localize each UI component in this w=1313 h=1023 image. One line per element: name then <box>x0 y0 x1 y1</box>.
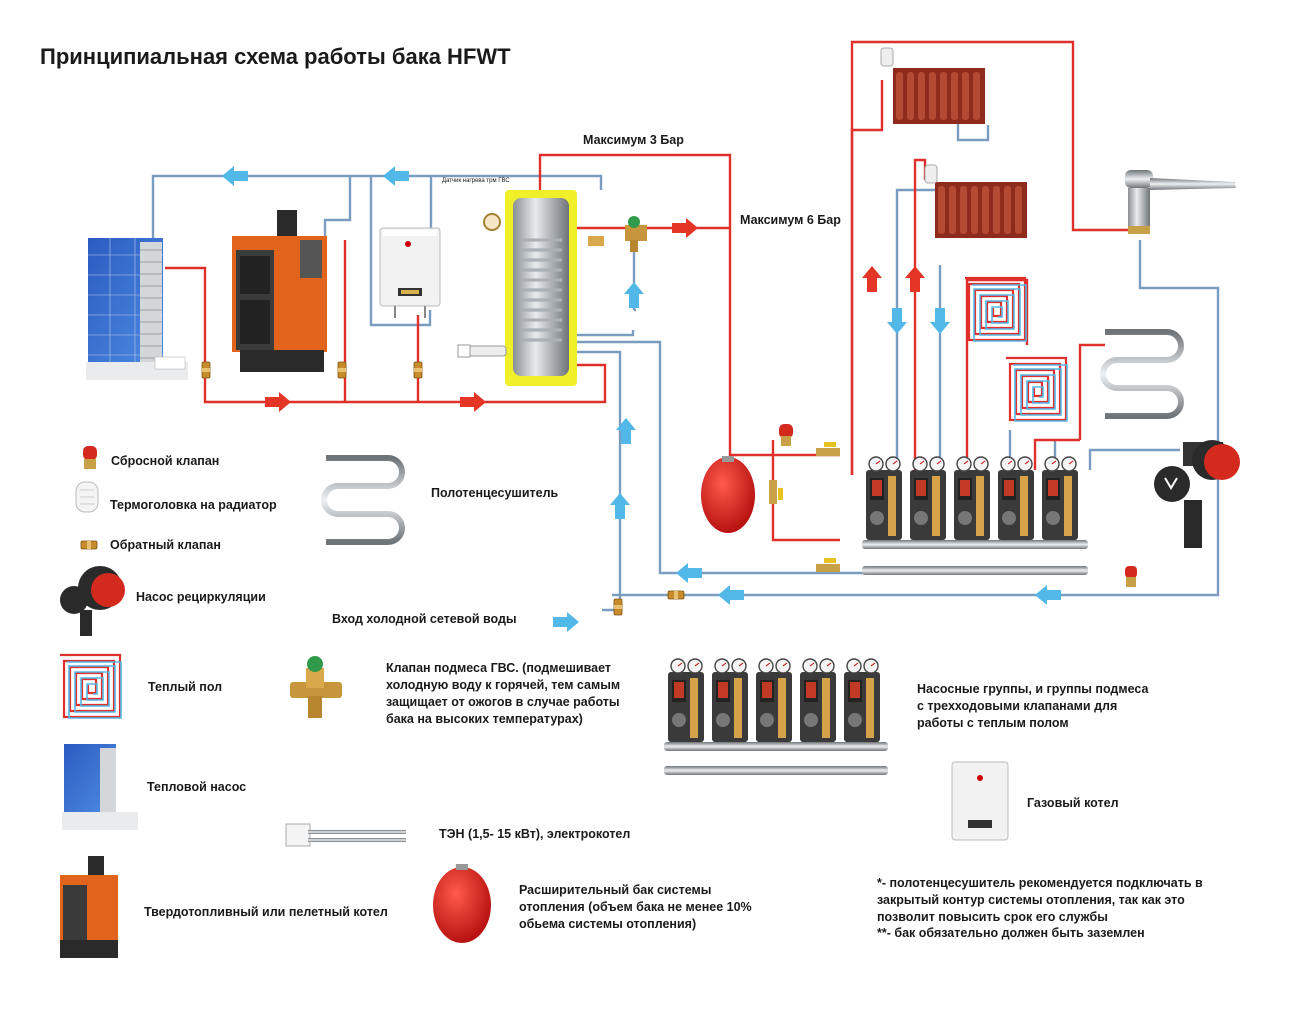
legend-expansion-tank-icon <box>433 864 491 943</box>
hot-pipes <box>165 40 1130 542</box>
legend-relief-valve-label: Сбросной клапан <box>111 454 220 468</box>
arrow-left-cold <box>718 585 744 605</box>
cold-water-inlet-label: Вход холодной сетевой воды <box>332 612 517 626</box>
legend-towel-rail-label: Полотенцесушитель <box>431 486 559 500</box>
legend-heat-pump-label: Тепловой насос <box>147 780 247 794</box>
legend-floor-heating-icon <box>58 653 123 720</box>
legend-floor-heating-label: Теплый пол <box>148 680 223 694</box>
gas-boiler-unit <box>379 227 441 318</box>
arrow-up-hot <box>862 266 882 292</box>
arrow-right-hot <box>265 392 291 412</box>
relief-valve-bottom <box>1125 566 1137 587</box>
legend-mix-valve-label: Клапан подмеса ГВС. (подмешивает холодну… <box>386 661 621 726</box>
hot-flow-arrows <box>265 218 925 412</box>
arrow-left-cold <box>222 166 248 186</box>
legend-pump-groups-label: Насосные группы, и группы подмеса с трех… <box>917 682 1149 730</box>
arrow-left-cold <box>383 166 409 186</box>
legend-circ-pump-label: Насос рециркуляции <box>136 590 266 604</box>
solid-fuel-boiler-unit <box>232 210 327 372</box>
arrow-right-hot <box>460 392 486 412</box>
legend-thermohead-label: Термоголовка на радиатор <box>110 498 277 512</box>
legend-heater-label: ТЭН (1,5- 15 кВт), электрокотел <box>439 827 631 841</box>
legend-heat-pump-icon <box>62 744 138 830</box>
legend-check-valve-label: Обратный клапан <box>110 538 221 552</box>
arrow-up-cold <box>610 493 630 519</box>
faucet <box>1125 170 1236 234</box>
radiator-top <box>880 47 985 124</box>
legend-thermohead-icon <box>75 481 99 513</box>
arrow-left-cold <box>676 563 702 583</box>
arrow-up-hot <box>905 266 925 292</box>
sensor-label: Датчик нагрева трм ГВС <box>442 178 510 184</box>
note-grounding: **- бак обязательно должен быть заземлен <box>877 926 1145 940</box>
expansion-tank <box>701 456 755 533</box>
legend-gas-boiler-icon <box>951 761 1009 841</box>
legend-gas-boiler-label: Газовый котел <box>1027 796 1119 810</box>
heat-pump-unit <box>86 238 188 380</box>
floor-heating-loop-2 <box>1004 356 1069 423</box>
pressure-label-3bar: Максимум 3 Бар <box>583 133 684 147</box>
circulation-pump-right <box>1154 440 1240 548</box>
radiator-middle <box>924 164 1027 238</box>
relief-valve-top <box>779 424 793 446</box>
legend-solid-boiler-label: Твердотопливный или пелетный котел <box>144 905 388 919</box>
legend-expansion-tank-label: Расширительный бак системы отопления (об… <box>519 883 752 931</box>
arrow-left-cold <box>1035 585 1061 605</box>
arrow-up-cold <box>624 282 644 308</box>
legend-check-valve-icon <box>80 540 98 550</box>
towel-rail-right <box>1103 332 1181 416</box>
page-title: Принципиальная схема работы бака HFWT <box>40 44 511 69</box>
note-towel-rail: *- полотенцесушитель рекомендуется подкл… <box>877 876 1203 924</box>
legend-towel-rail-icon <box>324 458 402 542</box>
floor-heating-loop-1 <box>963 276 1028 343</box>
arrow-right-cold <box>553 612 579 632</box>
legend-pump-groups-icon <box>664 659 888 775</box>
legend-circ-pump-icon <box>60 566 125 636</box>
arrow-down-cold <box>930 308 950 334</box>
pump-group-manifold <box>862 457 1088 575</box>
legend-solid-boiler-icon <box>60 856 118 958</box>
arrow-right-hot <box>672 218 698 238</box>
legend-relief-valve-icon <box>83 446 97 469</box>
legend-heater-icon <box>285 823 406 847</box>
mix-valve-unit <box>588 216 647 252</box>
legend-mix-valve-icon <box>290 656 342 718</box>
arrow-down-cold <box>887 308 907 334</box>
pressure-label-6bar: Максимум 6 Бар <box>740 213 841 227</box>
hfwt-tank <box>457 190 577 386</box>
ball-valves <box>769 442 840 572</box>
